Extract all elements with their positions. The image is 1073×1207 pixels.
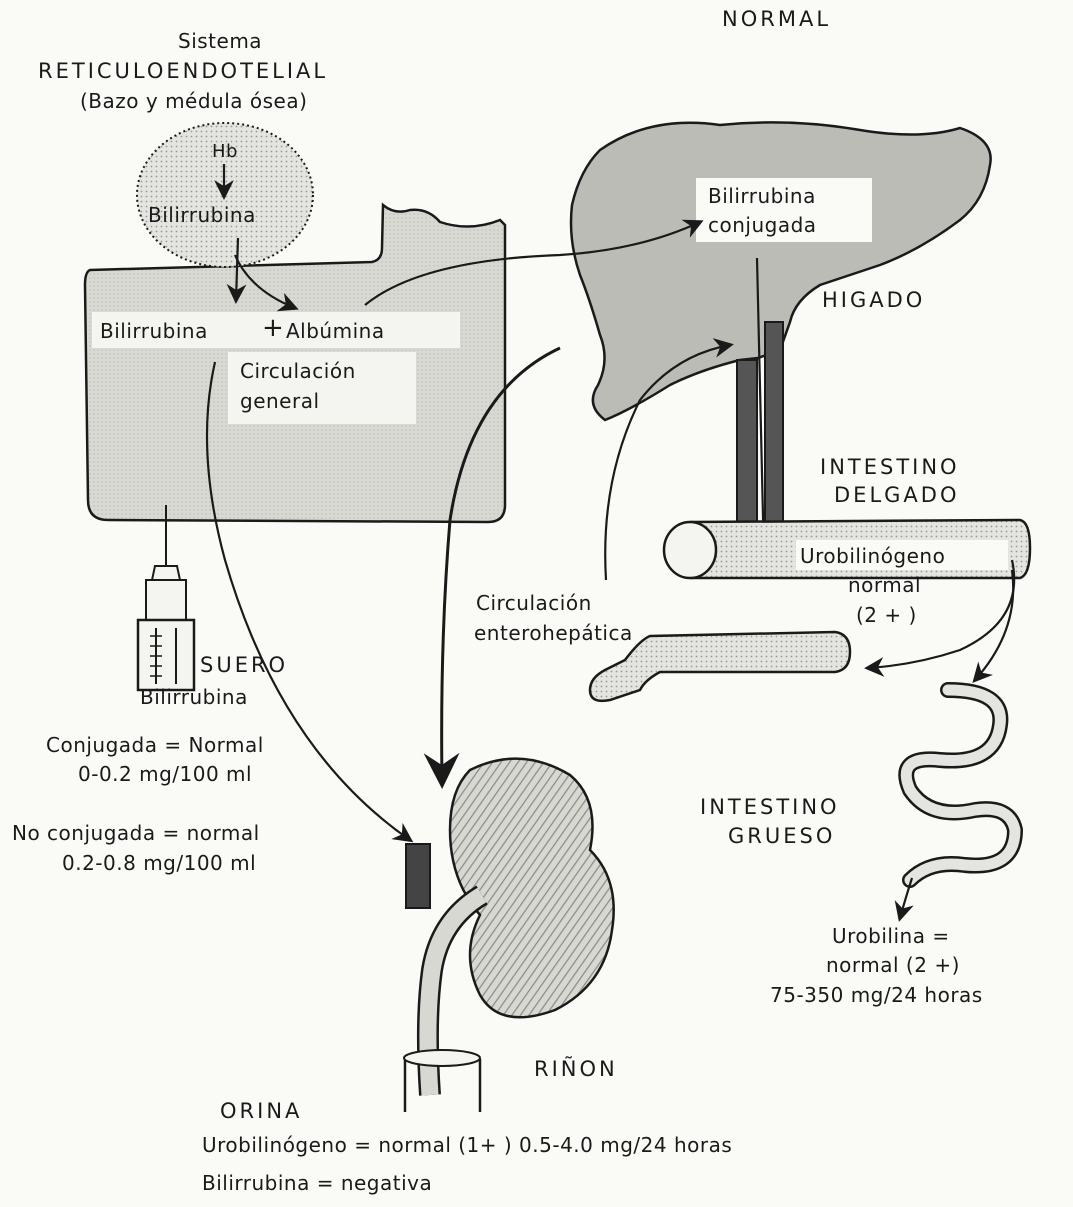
liver-label: HIGADO [822,288,925,312]
serum-unconjugated-label: No conjugada = normal [12,821,260,845]
bile-duct-left [737,360,757,532]
reticulo-label-line3: (Bazo y médula ósea) [80,89,307,113]
urobilin-label-3: 75-350 mg/24 horas [770,983,983,1007]
serum-unconjugated-range: 0.2-0.8 mg/100 ml [62,851,256,875]
general-circulation-line1: Circulación [240,359,356,383]
reticulo-label-line2: RETICULOENDOTELIAL [38,59,328,83]
large-intestine-label-2: GRUESO [728,824,835,848]
serum-bilirubin-label: Bilirrubina [140,685,248,709]
urobilin-label-1: Urobilina = [832,924,950,948]
hb-label: Hb [212,141,238,162]
general-circulation-line2: general [240,389,320,413]
urobilin-label-2: normal (2 +) [826,953,960,977]
enterohepatic-label-1: Circulación [476,591,592,615]
reticulo-label-line1: Sistema [178,29,262,53]
bilirubin-albumin-part2: Albúmina [286,319,385,343]
kidney-label: RIÑON [534,1055,618,1081]
plus-sign: + [262,313,284,343]
conjugated-bilirubin-line1: Bilirrubina [708,184,816,208]
reticulo-bilirubin-label: Bilirrubina [148,203,256,227]
conjugated-bilirubin-line2: conjugada [708,213,817,237]
bilirubin-albumin-part1: Bilirrubina [100,319,208,343]
large-intestine-inner [906,690,1015,880]
urine-urobilinogen: Urobilinógeno = normal (1+ ) 0.5-4.0 mg/… [202,1133,732,1157]
bile-duct-right [765,322,783,532]
serum-conjugated-range: 0-0.2 mg/100 ml [78,762,252,786]
syringe-icon [138,505,194,690]
small-intestine-label-1: INTESTINO [820,455,960,479]
urine-label: ORINA [220,1099,302,1123]
small-to-large-arrow [975,570,1013,680]
enterohepatic-label-2: enterohepática [474,621,633,645]
small-intestine-normal: normal [848,573,921,597]
urine-beaker-icon [404,1050,480,1112]
diagram-title: NORMAL [722,7,831,31]
small-intestine-label-2: DELGADO [834,483,959,507]
serum-conjugated-label: Conjugada = Normal [46,733,264,757]
large-intestine-label-1: INTESTINO [700,795,840,819]
small-intestine-urobilinogen: Urobilinógeno [800,544,945,568]
blocked-bar [406,844,430,908]
serum-label: SUERO [200,653,288,677]
small-intestine-level: (2 + ) [856,603,917,627]
urine-bilirubin: Bilirrubina = negativa [202,1171,432,1195]
